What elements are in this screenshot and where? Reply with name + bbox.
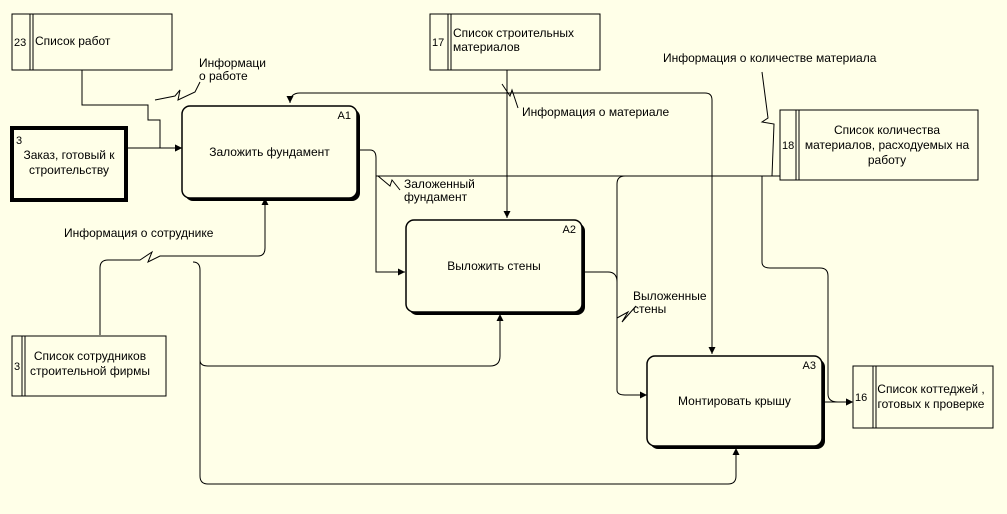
store-label: материалов, расходуемых на xyxy=(805,138,970,152)
arrow-label: Информаци xyxy=(199,56,266,70)
store-label: готовых к проверке xyxy=(878,397,985,411)
squiggle-qty-info xyxy=(760,71,775,177)
store-label: Список строительных xyxy=(453,26,574,40)
store-box xyxy=(429,13,601,71)
store-box xyxy=(11,13,173,71)
arrow-label: Информация о количестве материала xyxy=(663,51,877,65)
store-label: строительной фирмы xyxy=(30,364,150,378)
squiggle-work-info xyxy=(154,81,201,101)
activity-title: Заложить фундамент xyxy=(209,145,330,159)
store-label: Список количества xyxy=(834,123,940,137)
squiggle-material-info xyxy=(501,83,519,109)
squiggle-foundation xyxy=(377,175,401,191)
data-store[interactable]: 16 Список коттеджей ,готовых к проверке xyxy=(852,365,994,429)
activity-title: Монтировать крышу xyxy=(678,394,791,408)
arrow-qty-down[interactable] xyxy=(761,176,853,406)
store-number: 3 xyxy=(14,361,20,373)
arrow-employees-to-a3[interactable] xyxy=(199,360,740,485)
arrow-label: фундамент xyxy=(404,190,468,204)
store-label: Список работ xyxy=(35,34,111,48)
squiggle-walls xyxy=(616,305,637,323)
store-label: материалов xyxy=(453,40,520,54)
arrow-label: стены xyxy=(633,302,666,316)
store-label: работу xyxy=(868,153,906,167)
activity-rect xyxy=(646,355,823,447)
activity-id: A3 xyxy=(803,360,816,372)
activity-rect xyxy=(181,105,358,199)
store-box xyxy=(779,109,979,181)
arrow-materials-to-a1[interactable] xyxy=(286,92,507,104)
arrow-employees-to-a2[interactable] xyxy=(192,261,504,367)
store-number: 3 xyxy=(16,135,22,147)
data-store[interactable]: 23 Список работ xyxy=(11,13,173,71)
store-label: строительству xyxy=(29,163,109,177)
arrow-label: Информация о сотруднике xyxy=(64,226,214,240)
store-number: 23 xyxy=(14,37,26,49)
store-label: Заказ, готовый к xyxy=(24,148,116,162)
arrow-label: Заложенный xyxy=(404,177,475,191)
arrow-materials-to-a3[interactable] xyxy=(507,92,716,354)
activity-id: A2 xyxy=(563,224,576,236)
arrow-label: Выложенные xyxy=(633,289,707,303)
store-label: Список коттеджей , xyxy=(877,382,984,396)
arrow-a2-to-a3[interactable] xyxy=(582,271,618,283)
store-label: Список сотрудников xyxy=(34,349,146,363)
activity-id: A1 xyxy=(338,110,351,122)
store-box xyxy=(10,126,128,202)
arrow-employees-vertical[interactable] xyxy=(99,198,269,335)
arrow-qty-to-a3[interactable] xyxy=(616,175,780,399)
activity-rect xyxy=(405,219,583,313)
arrow-label: Информация о материале xyxy=(522,105,670,119)
store-box xyxy=(11,335,167,397)
store-number: 17 xyxy=(432,37,444,49)
arrow-a1-to-a2[interactable] xyxy=(357,149,405,276)
arrow-label: о работе xyxy=(199,69,248,83)
store-number: 16 xyxy=(855,392,867,404)
activity-title: Выложить стены xyxy=(447,259,540,273)
store-number: 18 xyxy=(782,140,794,152)
